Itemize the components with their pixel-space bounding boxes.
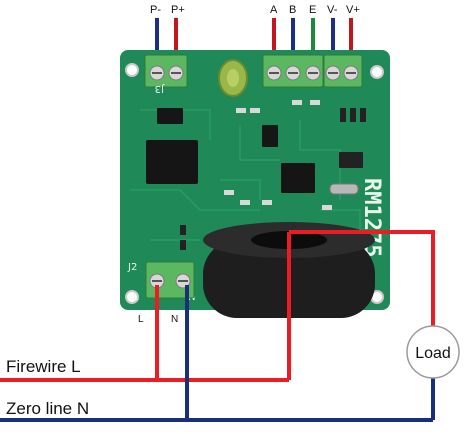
- terminal-block-output: [323, 54, 363, 88]
- relay-block: [146, 140, 198, 184]
- terminal-label-n: N: [171, 314, 178, 325]
- label-a: A: [270, 4, 278, 16]
- optocoupler-chip: [157, 108, 183, 124]
- load-circle: [406, 325, 460, 379]
- mains-wiring: [0, 230, 435, 422]
- dip-switch: [339, 152, 363, 168]
- label-p-minus: P-: [150, 4, 161, 16]
- top-wires: [155, 18, 353, 55]
- pcb-label-l: L: [133, 292, 139, 303]
- zero-line-label: Zero line N: [6, 399, 89, 418]
- label-v-minus: V-: [327, 4, 338, 16]
- terminal-label-l: L: [138, 314, 144, 325]
- label-p-plus: P+: [171, 4, 185, 16]
- fire-line-label: Firewire L: [6, 357, 81, 376]
- mount-hole-bl: [125, 290, 139, 304]
- mount-hole-tl: [125, 63, 139, 77]
- top-terminal-labels: P- P+ A B E V- V+: [150, 4, 360, 16]
- mount-hole-tr: [370, 65, 384, 79]
- pcb-label-j3: J3: [155, 83, 165, 94]
- sot-chip: [262, 125, 278, 147]
- varistor-component: [218, 59, 248, 97]
- wire-ct-to-load: [289, 230, 435, 330]
- crystal: [329, 183, 359, 195]
- pcb-label-j2: J2: [127, 262, 137, 273]
- label-e: E: [309, 4, 316, 16]
- smd-components: [180, 100, 366, 250]
- load-label: Load: [415, 345, 451, 362]
- label-v-plus: V+: [346, 4, 360, 16]
- microcontroller-chip: [281, 163, 315, 193]
- label-b: B: [289, 4, 296, 16]
- terminal-block-rs485: [262, 54, 324, 88]
- pcb-traces: [130, 109, 361, 241]
- terminal-block-power: [144, 54, 188, 88]
- load: Load: [406, 325, 460, 379]
